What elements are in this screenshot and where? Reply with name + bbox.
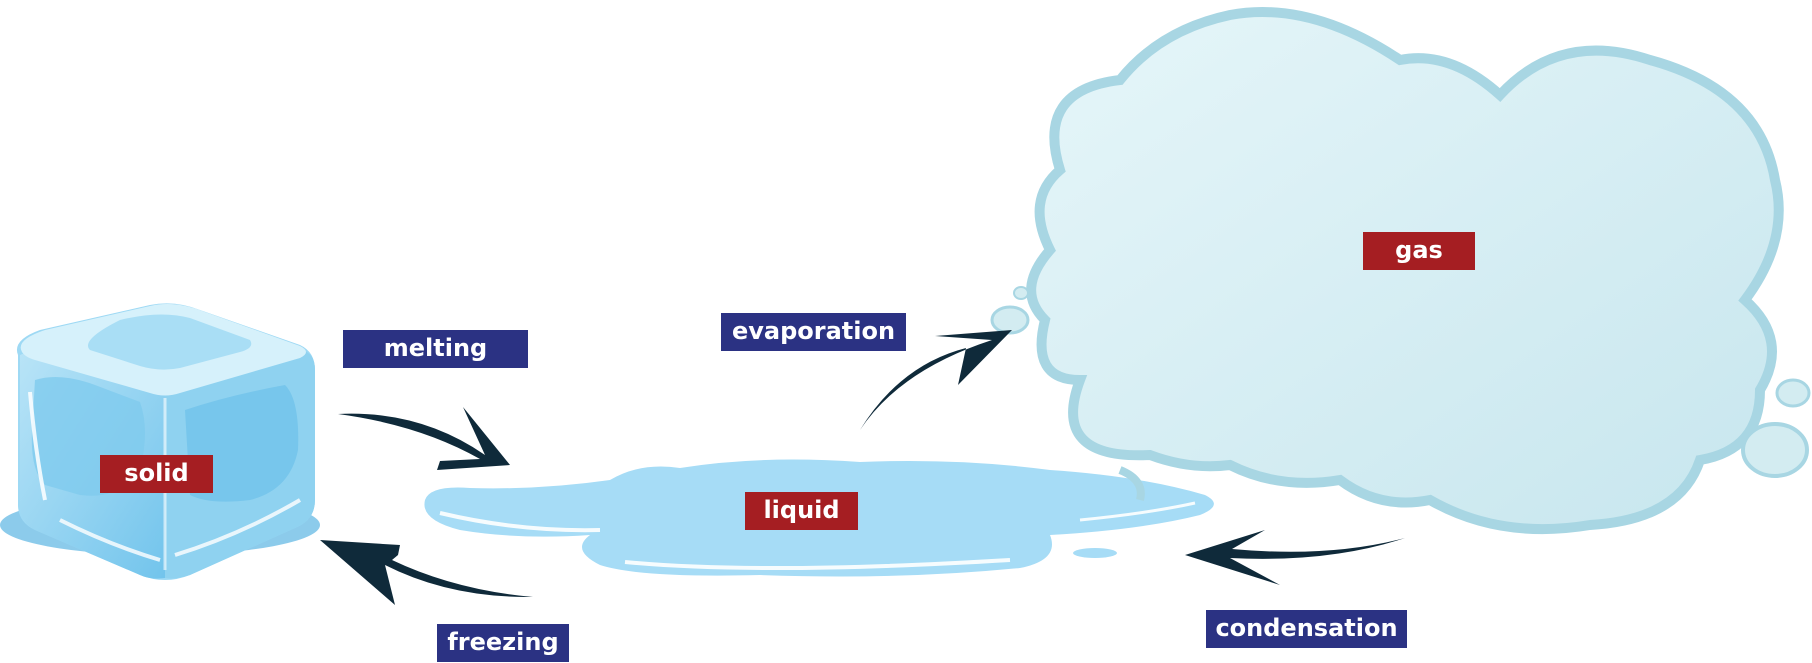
condensation-arrow <box>1185 530 1405 585</box>
gas-label: gas <box>1363 232 1475 270</box>
condensation-label: condensation <box>1206 610 1407 648</box>
solid-label: solid <box>100 455 213 493</box>
cloud-illustration <box>990 7 1811 535</box>
evaporation-arrow <box>860 330 1012 430</box>
evaporation-label: evaporation <box>721 313 906 351</box>
melting-arrow <box>338 407 510 470</box>
freezing-arrow <box>320 540 533 605</box>
ice-cube-illustration <box>0 303 320 580</box>
freezing-label: freezing <box>437 624 569 662</box>
melting-label: melting <box>343 330 528 368</box>
liquid-label: liquid <box>745 492 858 530</box>
